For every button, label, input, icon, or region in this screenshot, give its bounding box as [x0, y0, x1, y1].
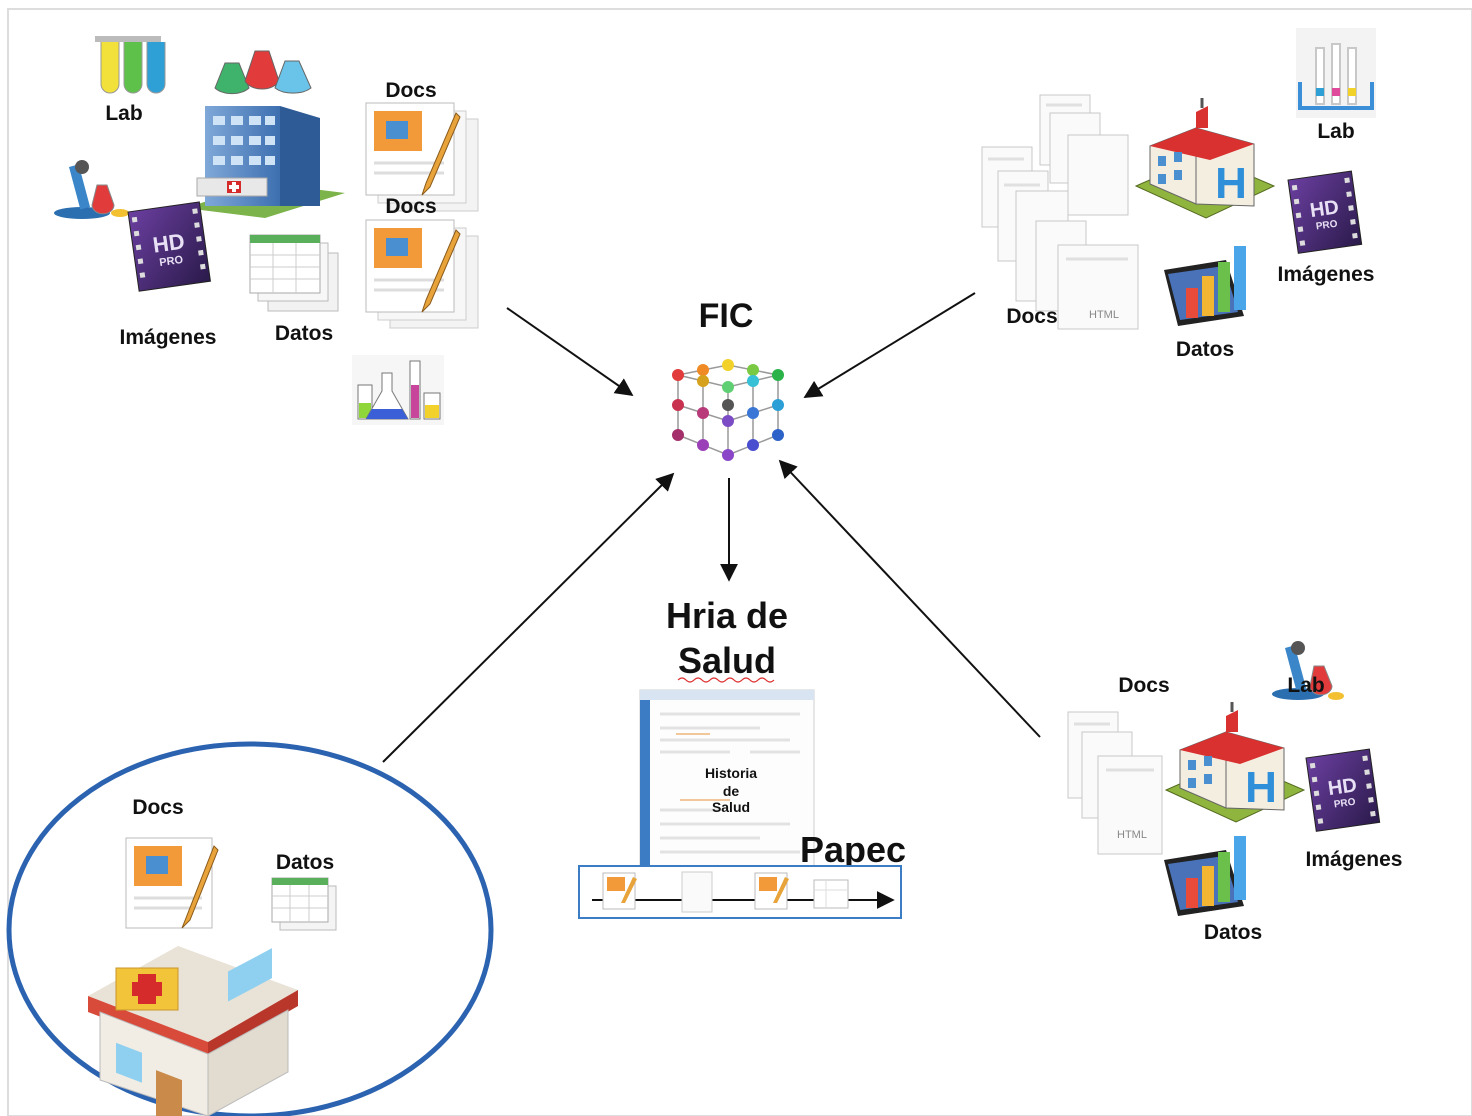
br-html-tag: HTML	[1117, 829, 1147, 841]
flasks-icon	[214, 50, 312, 95]
clinic-icon	[88, 946, 298, 1116]
pages-document-icon	[754, 872, 789, 910]
tr-docs-label: Docs	[1006, 305, 1057, 328]
tr-images-label: Imágenes	[1278, 263, 1375, 286]
arrow-top-left-to-fic	[506, 307, 634, 397]
output-block: Hria de Salud Historia de Salud Papec	[578, 595, 906, 919]
tr-html-tag: HTML	[1089, 309, 1119, 321]
document-stack-icon	[1067, 711, 1163, 855]
tl-images-label: Imágenes	[120, 326, 217, 349]
br-docs-label: Docs	[1118, 674, 1169, 697]
output-title-line2: Salud	[678, 640, 776, 681]
process-flow-bar	[578, 865, 902, 919]
bl-docs-label: Docs	[132, 796, 183, 819]
arrow-bottom-left-to-fic	[382, 472, 675, 763]
hd-video-icon: HD PRO	[127, 201, 211, 292]
test-tubes-icon	[95, 36, 166, 94]
spreadsheet-icon	[249, 234, 339, 312]
tl-docs-label-1: Docs	[385, 79, 436, 102]
hospital-building-icon	[185, 106, 345, 218]
health-record-screen-icon	[639, 689, 815, 867]
spreadsheet-icon	[813, 879, 849, 909]
pages-document-icon	[365, 102, 479, 212]
cluster-bottom-left: Docs Datos	[6, 741, 494, 1116]
bar-chart-icon	[1164, 246, 1246, 326]
test-tubes-icon	[1296, 28, 1376, 118]
spellcheck-underline	[677, 677, 775, 683]
screen-text-1: Historia	[705, 765, 757, 781]
hospital-h-icon: H	[1134, 98, 1276, 219]
br-lab-label: Lab	[1287, 674, 1324, 697]
br-images-label: Imágenes	[1306, 848, 1403, 871]
cluster-top-left: Lab Docs	[54, 36, 479, 425]
bar-chart-icon	[1164, 836, 1246, 916]
papec-label: Papec	[800, 829, 906, 870]
tl-lab-label: Lab	[105, 102, 142, 125]
pages-document-icon	[125, 837, 219, 929]
cluster-top-right: HTML Docs H Lab HD PRO Imágenes	[981, 28, 1376, 361]
svg-text:PRO: PRO	[1333, 797, 1356, 811]
tr-lab-label: Lab	[1317, 120, 1354, 143]
cube-network-icon	[672, 359, 784, 461]
spreadsheet-icon	[271, 877, 337, 931]
pages-document-icon	[365, 219, 479, 329]
beakers-icon	[352, 355, 444, 425]
page-frame	[7, 8, 1472, 1116]
output-title-line1: Hria de	[666, 595, 788, 636]
arrow-top-right-to-fic	[803, 292, 976, 398]
microscope-icon	[1272, 641, 1344, 700]
svg-text:H: H	[1215, 159, 1247, 208]
br-data-label: Datos	[1204, 921, 1262, 944]
svg-text:PRO: PRO	[159, 254, 185, 269]
svg-text:PRO: PRO	[1315, 219, 1338, 233]
screen-text-2: de	[723, 783, 740, 799]
screen-text-3: Salud	[712, 799, 750, 815]
document-stack-icon	[681, 871, 713, 913]
tr-data-label: Datos	[1176, 338, 1234, 361]
svg-text:HD: HD	[1309, 196, 1341, 222]
svg-text:HD: HD	[1327, 774, 1359, 800]
arrow-bottom-right-to-fic	[778, 459, 1041, 738]
fic-title: FIC	[699, 297, 754, 335]
pages-document-icon	[602, 872, 637, 910]
microscope-icon	[54, 160, 129, 219]
highlight-ellipse	[6, 741, 494, 1116]
document-stack-icon	[981, 94, 1139, 330]
hospital-h-icon: H	[1164, 702, 1306, 823]
tl-docs-label-2: Docs	[385, 195, 436, 218]
svg-text:H: H	[1245, 763, 1277, 812]
cluster-bottom-right: Docs HTML Lab H	[1067, 641, 1403, 944]
bl-data-label: Datos	[276, 851, 334, 874]
hd-video-icon: HD PRO	[1287, 170, 1363, 254]
hd-video-icon: HD PRO	[1305, 748, 1381, 832]
tl-data-label: Datos	[275, 322, 333, 345]
svg-text:HD: HD	[151, 229, 186, 258]
